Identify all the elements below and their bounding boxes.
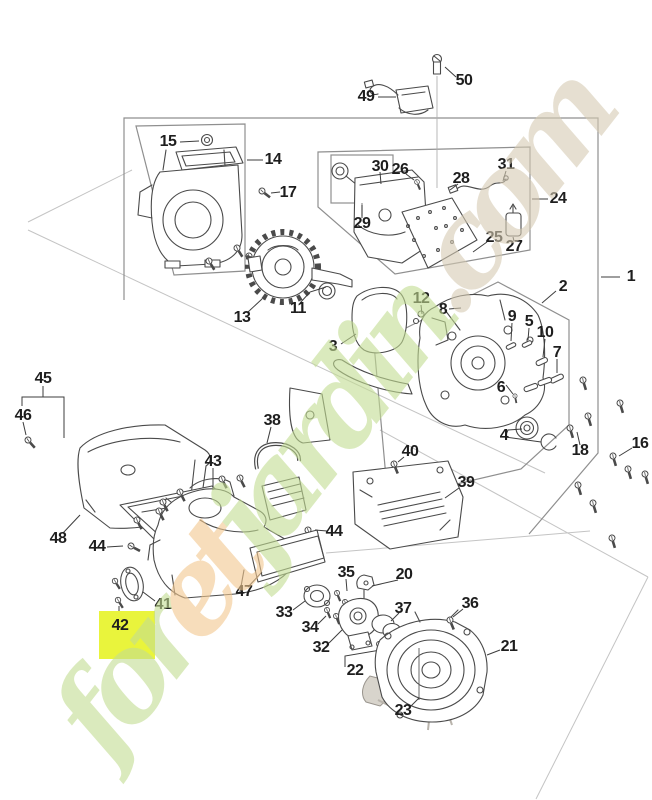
group-box-1: [123, 117, 620, 535]
part-label-15[interactable]: 15: [159, 133, 177, 150]
part-label-10[interactable]: 10: [536, 324, 554, 341]
part-label-11[interactable]: 11: [290, 300, 306, 317]
part-label-44[interactable]: 44: [325, 523, 343, 540]
oil-seal-part-11: [318, 282, 336, 300]
blower-housing-part-14: [137, 146, 244, 269]
group-box-24: [317, 146, 531, 275]
part-label-39[interactable]: 39: [457, 474, 475, 491]
part-label-50[interactable]: 50: [455, 72, 473, 89]
part-label-49[interactable]: 49: [357, 88, 375, 105]
part-label-47[interactable]: 47: [235, 583, 253, 600]
part-label-12[interactable]: 12: [412, 290, 430, 307]
gasket-part-25: [401, 197, 478, 269]
part-label-28[interactable]: 28: [452, 170, 470, 187]
part-label-20[interactable]: 20: [395, 566, 413, 583]
part-label-1[interactable]: 1: [626, 268, 636, 285]
part-label-36[interactable]: 36: [461, 595, 479, 612]
part-label-9[interactable]: 9: [507, 308, 517, 325]
part-label-24[interactable]: 24: [549, 190, 567, 207]
part-label-14[interactable]: 14: [264, 151, 282, 168]
part-label-46[interactable]: 46: [14, 407, 32, 424]
part-label-30[interactable]: 30: [371, 158, 389, 175]
part-label-40[interactable]: 40: [401, 443, 419, 460]
part-label-29[interactable]: 29: [353, 215, 371, 232]
part-label-5[interactable]: 5: [524, 313, 534, 330]
flange-part-33: [303, 584, 331, 608]
part-label-25[interactable]: 25: [485, 229, 503, 246]
part-label-3[interactable]: 3: [328, 338, 338, 355]
panel-part-47: [249, 476, 326, 583]
part-label-34[interactable]: 34: [301, 619, 319, 636]
part-label-21[interactable]: 21: [500, 638, 518, 655]
bolt-part-50: [431, 53, 443, 188]
part-label-44[interactable]: 44: [88, 538, 106, 555]
part-label-32[interactable]: 32: [312, 639, 330, 656]
clamp-part-20: [356, 574, 375, 599]
part-label-17[interactable]: 17: [279, 184, 297, 201]
pins-dowels: [505, 340, 564, 404]
part-label-41[interactable]: 41: [154, 596, 172, 613]
ground-plane-lines: [27, 169, 649, 800]
grommet-part-15: [200, 133, 214, 147]
selected-part-highlight: [99, 611, 155, 659]
part-label-31[interactable]: 31: [497, 156, 515, 173]
part-label-6[interactable]: 6: [496, 379, 506, 396]
cover-part-3: [288, 286, 413, 444]
starter-cover-part-21: [374, 609, 488, 723]
part-label-43[interactable]: 43: [204, 453, 222, 470]
part-label-33[interactable]: 33: [275, 604, 293, 621]
shroud-part-29: [353, 169, 429, 264]
part-label-42-highlighted[interactable]: 42: [111, 617, 129, 634]
part-label-8[interactable]: 8: [438, 301, 448, 318]
part-label-16[interactable]: 16: [631, 435, 649, 452]
part-label-18[interactable]: 18: [571, 442, 589, 459]
carburetor-part-32: [337, 597, 379, 651]
part-label-48[interactable]: 48: [49, 530, 67, 547]
capacitor-part-27: [505, 203, 522, 237]
cover-part-41: [120, 566, 144, 602]
part-label-38[interactable]: 38: [263, 412, 281, 429]
bottom-guard-part-39: [352, 460, 464, 550]
fuel-hose-part-38: [254, 441, 302, 470]
flywheel-crankshaft-part-13: [245, 229, 353, 305]
ignition-module-part-49: [363, 79, 434, 115]
part-label-2[interactable]: 2: [558, 278, 568, 295]
part-label-26[interactable]: 26: [391, 161, 409, 178]
part-label-13[interactable]: 13: [233, 309, 251, 326]
part-label-27[interactable]: 27: [505, 238, 523, 255]
part-label-23[interactable]: 23: [394, 702, 412, 719]
part-label-7[interactable]: 7: [552, 344, 562, 361]
part-label-4[interactable]: 4: [499, 427, 509, 444]
part-label-22[interactable]: 22: [346, 662, 364, 679]
bearing-circlip-part-4: [515, 416, 557, 451]
part-label-37[interactable]: 37: [394, 600, 412, 617]
part-label-45[interactable]: 45: [34, 370, 52, 387]
part-label-35[interactable]: 35: [337, 564, 355, 581]
